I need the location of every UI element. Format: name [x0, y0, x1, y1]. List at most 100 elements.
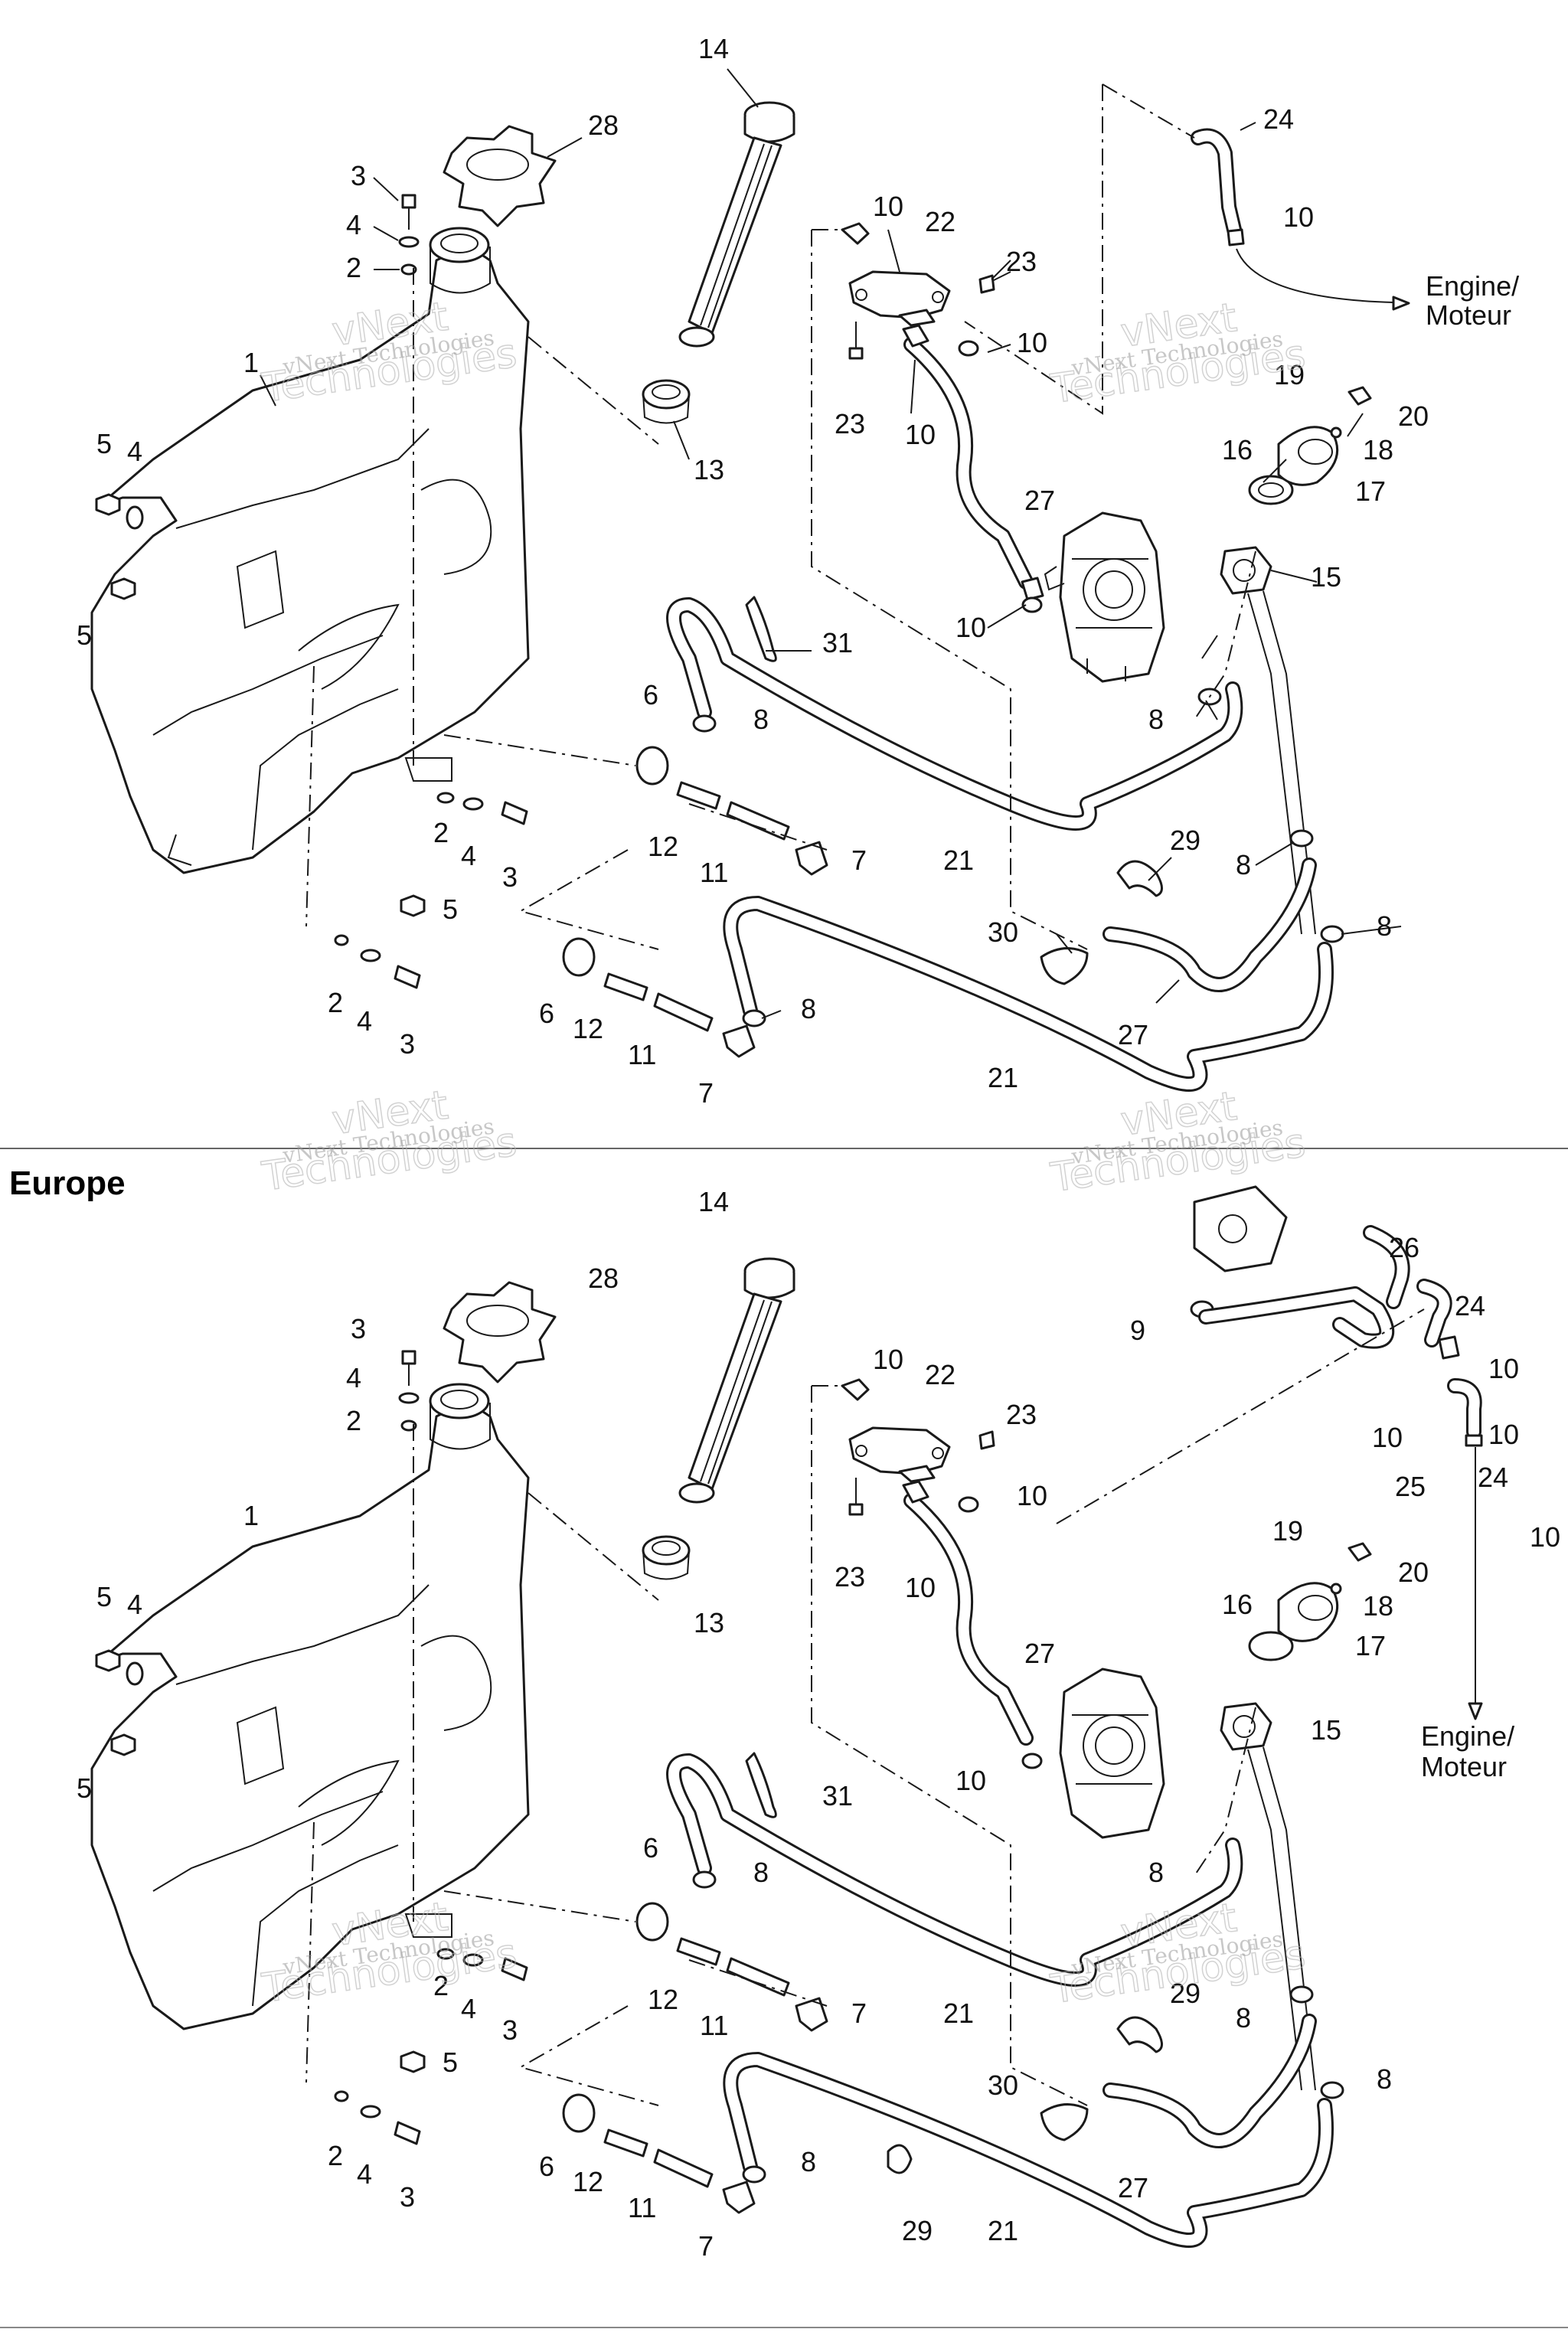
callout-5c: 5 [443, 2047, 458, 2078]
callout-3b: 3 [502, 2014, 518, 2046]
callout-12b: 12 [573, 1013, 603, 1044]
callout-23b: 23 [835, 408, 865, 439]
callout-4d: 4 [357, 1005, 372, 1037]
carburetor [1059, 1668, 1165, 1839]
callout-5a: 5 [96, 1581, 112, 1612]
assembly-europe [90, 1185, 1483, 2248]
callout-13: 13 [694, 1607, 724, 1638]
vent-hose-top [1191, 128, 1410, 311]
callout-1: 1 [243, 1500, 259, 1531]
outlet-fittings-top [562, 746, 828, 1058]
callouts-top: 14 28 3 4 2 1 5 4 5 13 10 22 23 10 23 10… [77, 33, 1429, 1109]
callout-4: 4 [346, 1362, 361, 1393]
callout-22: 22 [925, 1359, 956, 1390]
callout-10a: 10 [873, 1344, 903, 1375]
fuel-tank [90, 1400, 530, 2030]
filler-neck [429, 1383, 491, 1450]
callout-3: 3 [351, 160, 366, 191]
fuel-pump-cover [841, 1378, 995, 1516]
callout-24: 24 [1263, 103, 1294, 135]
callout-8e: 8 [801, 2146, 816, 2177]
callout-10b: 10 [1017, 327, 1047, 358]
dash-lines-bottom [305, 1308, 1425, 2106]
callout-8e: 8 [801, 993, 816, 1024]
callout-12b: 12 [573, 2166, 603, 2197]
gauge-bezel [1248, 1542, 1372, 1661]
callout-12: 12 [648, 1984, 678, 2015]
callout-11b: 11 [628, 2192, 656, 2223]
hardware-top [95, 194, 528, 989]
callout-8d: 8 [1377, 910, 1392, 942]
grommet [642, 379, 691, 424]
callout-4b: 4 [127, 1589, 142, 1620]
callout-8c: 8 [1236, 849, 1251, 880]
leaders-top [260, 68, 1402, 1019]
callout-10f: 10 [1530, 1521, 1560, 1553]
callout-7: 7 [851, 844, 867, 876]
callout-24b: 24 [1478, 1462, 1508, 1493]
callout-27b: 27 [1118, 1019, 1148, 1050]
callout-19: 19 [1272, 1515, 1303, 1547]
fuel-valve [1220, 546, 1316, 935]
callout-5c: 5 [443, 893, 458, 925]
hose-27-top [902, 1480, 1034, 1746]
callout-29: 29 [1170, 825, 1200, 856]
callout-5a: 5 [96, 428, 112, 459]
callout-9: 9 [1130, 1315, 1145, 1346]
callout-8d: 8 [1377, 2063, 1392, 2095]
callout-21a: 21 [943, 1998, 974, 2029]
callout-28: 28 [588, 109, 619, 141]
callout-3c: 3 [400, 2181, 415, 2213]
callout-8a: 8 [753, 704, 769, 735]
callout-18: 18 [1363, 1590, 1393, 1622]
callout-31: 31 [822, 1780, 853, 1811]
hose-27-lower [1102, 2014, 1317, 2148]
callout-29b: 29 [902, 2215, 933, 2246]
callout-3: 3 [351, 1313, 366, 1344]
callout-8c: 8 [1236, 2002, 1251, 2034]
callout-10e: 10 [956, 612, 986, 643]
filler-neck [429, 227, 491, 294]
callout-8b: 8 [753, 1857, 769, 1888]
callout-22: 22 [925, 206, 956, 237]
callout-10a: 10 [873, 191, 903, 222]
callout-4b: 4 [127, 436, 142, 467]
callout-28: 28 [588, 1263, 619, 1294]
callout-10h: 10 [956, 1765, 986, 1796]
rollover-valve [1190, 1185, 1483, 1720]
callout-21b: 21 [988, 2215, 1018, 2246]
callout-10e: 10 [1017, 1480, 1047, 1511]
callout-23a: 23 [1006, 246, 1037, 277]
engine-label-line2-top: Moteur [1426, 299, 1511, 331]
callout-13: 13 [694, 454, 724, 485]
callout-10d: 10 [1488, 1419, 1519, 1450]
callout-25: 25 [1395, 1471, 1426, 1502]
callout-24a: 24 [1455, 1290, 1485, 1321]
grommet [642, 1535, 691, 1580]
callout-23b: 23 [835, 1561, 865, 1592]
gauge-bezel [1248, 386, 1372, 505]
fuel-pump-cover [841, 222, 1011, 360]
callout-23a: 23 [1006, 1399, 1037, 1430]
callout-2c: 2 [328, 2140, 343, 2171]
callout-6: 6 [643, 1832, 658, 1864]
engine-label-line1-bottom: Engine/ [1421, 1720, 1514, 1752]
callout-15: 15 [1311, 561, 1341, 593]
callout-2: 2 [346, 252, 361, 283]
callout-6: 6 [643, 679, 658, 710]
clamps-bottom [745, 1752, 1163, 2174]
fuel-valve [1220, 1702, 1316, 2091]
callout-8a: 8 [1148, 1857, 1164, 1888]
carburetor [1044, 511, 1165, 683]
callout-27: 27 [1024, 1638, 1055, 1669]
callout-3c: 3 [400, 1028, 415, 1060]
callout-15: 15 [1311, 1714, 1341, 1746]
clamps-top [745, 596, 1163, 985]
callout-11: 11 [700, 857, 728, 888]
callout-5b: 5 [77, 619, 92, 651]
callout-7: 7 [851, 1998, 867, 2029]
callout-10b: 10 [1488, 1353, 1519, 1384]
dash-lines-top [305, 83, 1256, 950]
hardware-bottom [95, 1350, 528, 2145]
